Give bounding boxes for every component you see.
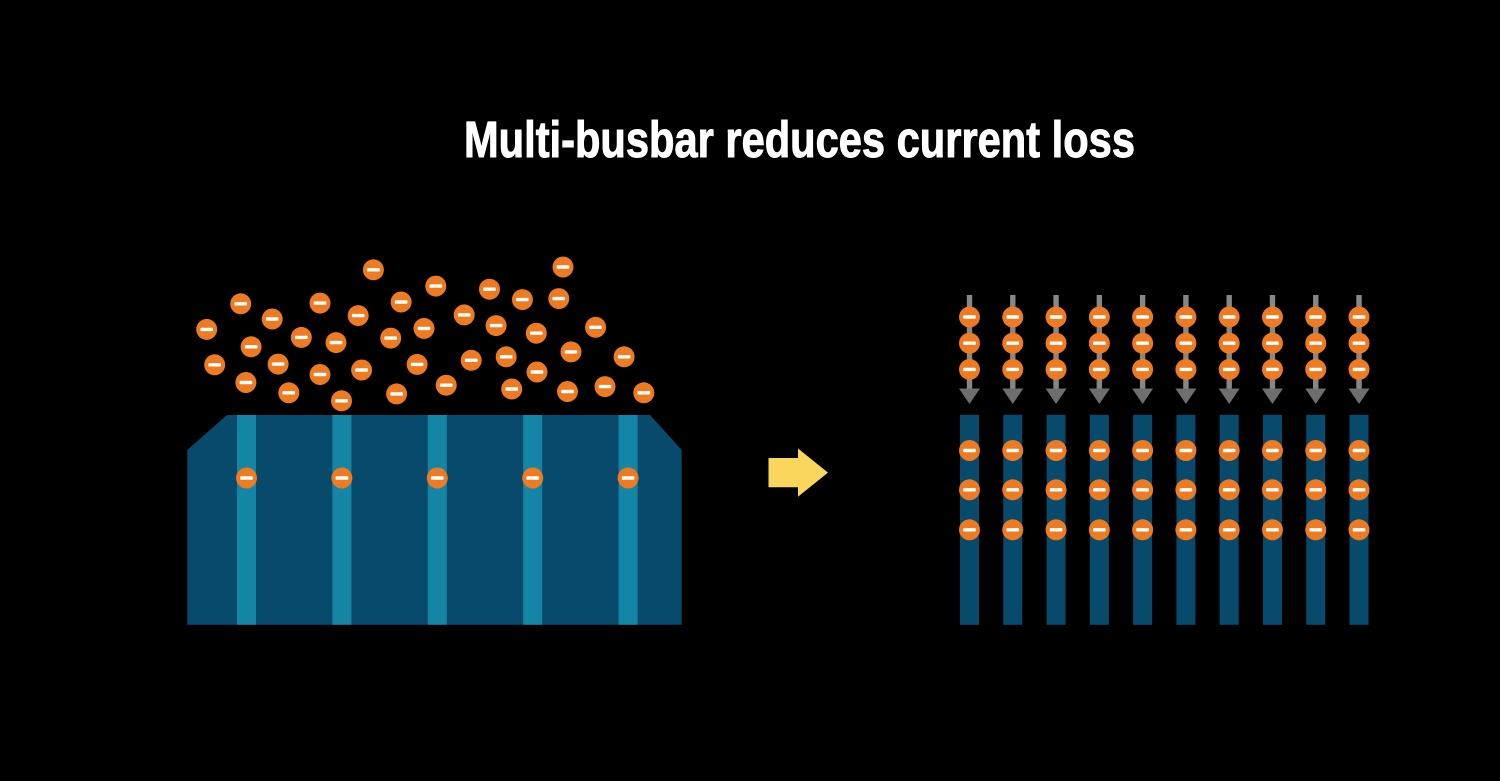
svg-text:Multi-busbar reduces current l: Multi-busbar reduces current loss (464, 111, 1135, 168)
